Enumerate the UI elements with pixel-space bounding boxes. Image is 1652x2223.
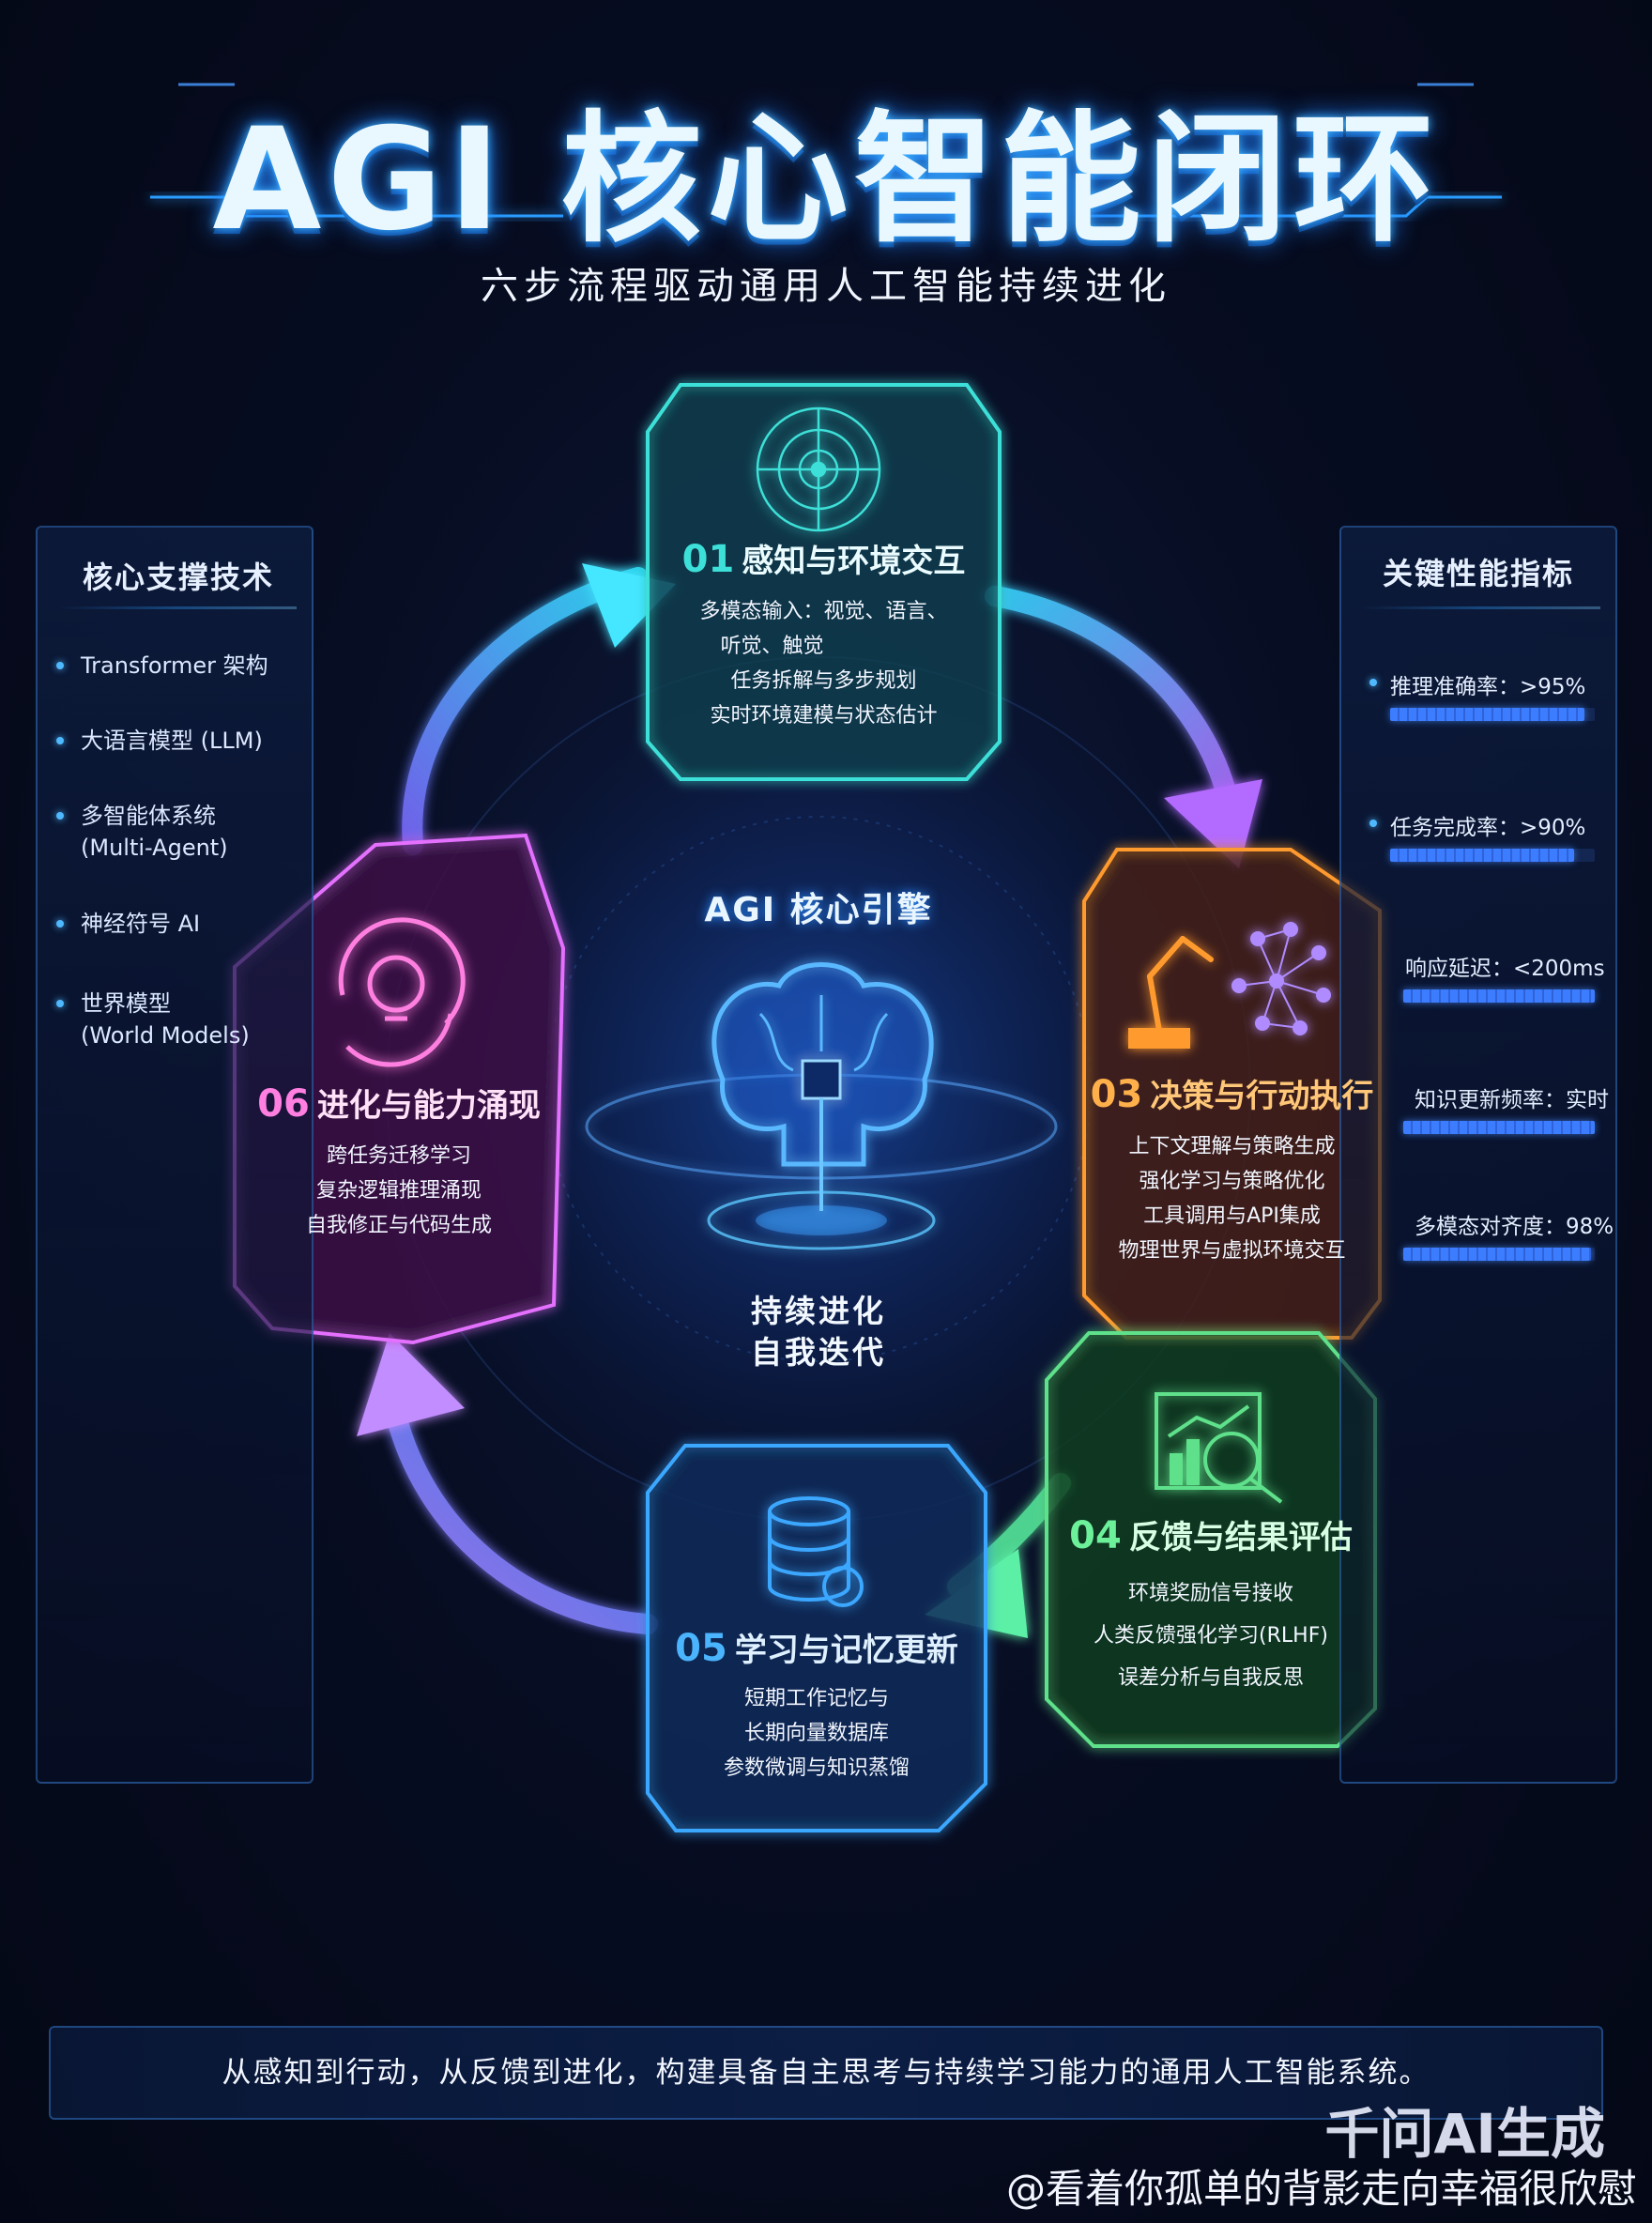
watermark-brand: 千问AI生成 xyxy=(1324,2102,1605,2166)
kpi-row: 知识更新频率：实时 xyxy=(1341,1081,1619,1147)
node-detail: 自我修正与代码生成 xyxy=(305,1214,492,1237)
kpi-label: 知识更新频率：实时 xyxy=(1415,1088,1609,1112)
analytics-icon xyxy=(1155,1392,1283,1504)
node-detail: 短期工作记忆与 xyxy=(743,1687,889,1710)
step-title: 反馈与结果评估 xyxy=(1128,1519,1353,1556)
slogan-text: 从感知到行动，从反馈到进化，构建具备自主思考与持续学习能力的通用人工智能系统。 xyxy=(222,2056,1430,2090)
node-detail: 听觉、触觉 xyxy=(720,635,824,658)
kpi-bar-fill xyxy=(1390,849,1574,862)
kpi-bar-fill xyxy=(1390,708,1584,721)
tech-item-sublabel: (World Models) xyxy=(81,1022,250,1049)
node-detail: 上下文理解与策略生成 xyxy=(1128,1135,1336,1158)
bullet-icon xyxy=(56,812,64,820)
bullet-icon xyxy=(1369,679,1377,686)
node-detail: 任务拆解与多步规划 xyxy=(730,669,917,693)
kpi-row: 多模态对齐度：98% xyxy=(1341,1208,1619,1274)
step-title: 进化与能力涌现 xyxy=(316,1087,541,1125)
step-title: 感知与环境交互 xyxy=(742,543,966,580)
kpi-row: 推理准确率：>95% xyxy=(1341,668,1619,734)
node-detail: 误差分析与自我反思 xyxy=(1117,1666,1304,1690)
gear-bulb-icon xyxy=(338,917,466,1067)
tech-item-label: Transformer 架构 xyxy=(81,652,268,679)
step-title: 决策与行动执行 xyxy=(1150,1078,1374,1115)
bullet-icon xyxy=(56,737,64,744)
kpi-label: 任务完成率：>90% xyxy=(1390,816,1586,840)
kpi-bar-fill xyxy=(1403,989,1595,1003)
slogan-bar: 从感知到行动，从反馈到进化，构建具备自主思考与持续学习能力的通用人工智能系统。 xyxy=(49,2026,1603,2120)
step-title: 学习与记忆更新 xyxy=(734,1632,958,1669)
divider xyxy=(56,606,297,609)
node-detail: 环境奖励信号接收 xyxy=(1127,1582,1293,1605)
tech-item-label: 大语言模型 (LLM) xyxy=(81,728,263,754)
kpi-bar-fill xyxy=(1403,1121,1595,1134)
robot-arm-icon xyxy=(1128,936,1214,1049)
step-number: 01 xyxy=(681,538,735,581)
node-detail: 多模态输入：视觉、语言、 xyxy=(699,600,948,623)
radar-icon xyxy=(756,406,881,532)
kpi-title: 关键性能指标 xyxy=(1383,556,1575,591)
tech-item-sublabel: (Multi-Agent) xyxy=(81,835,228,861)
kpi-row: 响应延迟：<200ms xyxy=(1341,950,1619,1016)
step-number: 04 xyxy=(1069,1514,1122,1557)
database-sync-icon xyxy=(768,1496,864,1607)
core-tech-panel: 核心支撑技术 Transformer 架构 大语言模型 (LLM) 多智能体系统… xyxy=(36,526,314,1784)
kpi-panel: 关键性能指标 推理准确率：>95% 任务完成率：>90% 响应延迟：<200ms 知识… xyxy=(1339,526,1617,1784)
node-detail: 实时环境建模与状态估计 xyxy=(710,704,938,728)
node-detail: 长期向量数据库 xyxy=(743,1722,889,1745)
kpi-label: 多模态对齐度：98% xyxy=(1415,1215,1614,1239)
tech-item-label: 多智能体系统 xyxy=(81,803,216,829)
engine-title: AGI 核心引擎 xyxy=(704,891,933,929)
node-detail: 跨任务迁移学习 xyxy=(326,1144,471,1168)
node-detail: 参数微调与知识蒸馏 xyxy=(723,1756,910,1780)
engine-subtitle: 持续进化 xyxy=(751,1293,886,1329)
page-subtitle: 六步流程驱动通用人工智能持续进化 xyxy=(481,265,1171,308)
page-title: AGI 核心智能闭环 xyxy=(212,99,1440,262)
author-credit: @看着你孤单的背影走向幸福很欣慰 xyxy=(1005,2166,1637,2212)
tech-item-label: 神经符号 AI xyxy=(81,911,201,937)
kpi-label: 推理准确率：>95% xyxy=(1390,675,1586,699)
tech-item-label: 世界模型 xyxy=(81,990,171,1017)
step-number: 05 xyxy=(675,1627,727,1670)
step-number: 03 xyxy=(1090,1073,1143,1116)
kpi-bar-fill xyxy=(1403,1248,1591,1261)
divider xyxy=(1360,606,1600,609)
bullet-icon xyxy=(1369,820,1377,827)
node-detail: 工具调用与API集成 xyxy=(1143,1204,1321,1228)
node-detail: 人类反馈强化学习(RLHF) xyxy=(1094,1624,1328,1648)
bullet-icon xyxy=(56,1000,64,1007)
kpi-label: 响应延迟：<200ms xyxy=(1405,957,1605,981)
step-number: 06 xyxy=(257,1082,310,1126)
engine-subtitle: 自我迭代 xyxy=(751,1334,886,1371)
brain-icon xyxy=(585,962,1058,1250)
kpi-row: 任务完成率：>90% xyxy=(1341,809,1619,875)
node-detail: 复杂逻辑推理涌现 xyxy=(315,1179,482,1203)
node-detail: 物理世界与虚拟环境交互 xyxy=(1118,1239,1346,1263)
node-detail: 强化学习与策略优化 xyxy=(1139,1170,1325,1193)
core-tech-title: 核心支撑技术 xyxy=(83,560,275,595)
bullet-icon xyxy=(56,920,64,928)
neural-network-icon xyxy=(1231,922,1331,1035)
bullet-icon xyxy=(56,662,64,669)
